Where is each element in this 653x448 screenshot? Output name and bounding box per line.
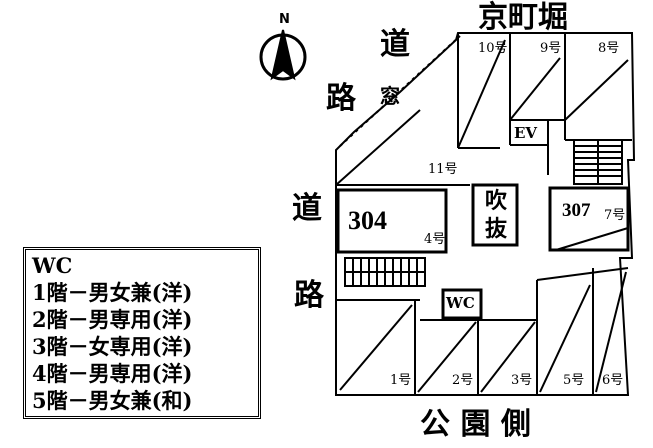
road-lower-char1: 道 [292,191,322,226]
street-bottom-label: 公 園 側 [420,407,531,442]
legend-row: 2階－男専用(洋) [32,307,193,332]
compass-needle [270,29,296,81]
unit-label: 1号 [390,373,412,388]
unit-label: 10号 [478,41,508,56]
elevator-label: EV [514,124,538,142]
window-label: 窓 [380,84,400,108]
legend-row: 4階－男専用(洋) [32,361,193,386]
compass-north-label: N [279,12,290,27]
unit-label: 7号 [604,208,626,223]
street-top-label: 京町堀 [478,0,568,35]
unit-label: 9号 [540,41,562,56]
unit-label: 3号 [511,373,533,388]
wc-legend: WC 1階－男女兼(洋) 2階－男専用(洋) 3階－女専用(洋) 4階－男専用(… [23,247,261,419]
legend-title: WC [32,253,73,278]
road-lower-char2: 路 [294,278,324,313]
legend-row: 5階－男女兼(和) [32,388,193,413]
room-307-label: 307 [562,200,591,221]
unit-label: 4号 [424,232,446,247]
road-upper-char1: 道 [380,27,410,62]
wc-room-label: WC [446,294,475,312]
unit-label: 11号 [428,162,458,177]
atrium-label-1: 吹 [485,188,508,214]
road-upper-char2: 路 [326,81,356,116]
unit-label: 5号 [563,373,585,388]
atrium-label-2: 抜 [485,216,508,242]
legend-row: 1階－男女兼(洋) [32,280,193,305]
unit-label: 6号 [602,373,624,388]
unit-label: 8号 [598,41,620,56]
unit-label: 2号 [452,373,474,388]
legend-row: 3階－女専用(洋) [32,334,193,359]
room-304-label: 304 [348,206,387,235]
window-wall [339,35,461,147]
